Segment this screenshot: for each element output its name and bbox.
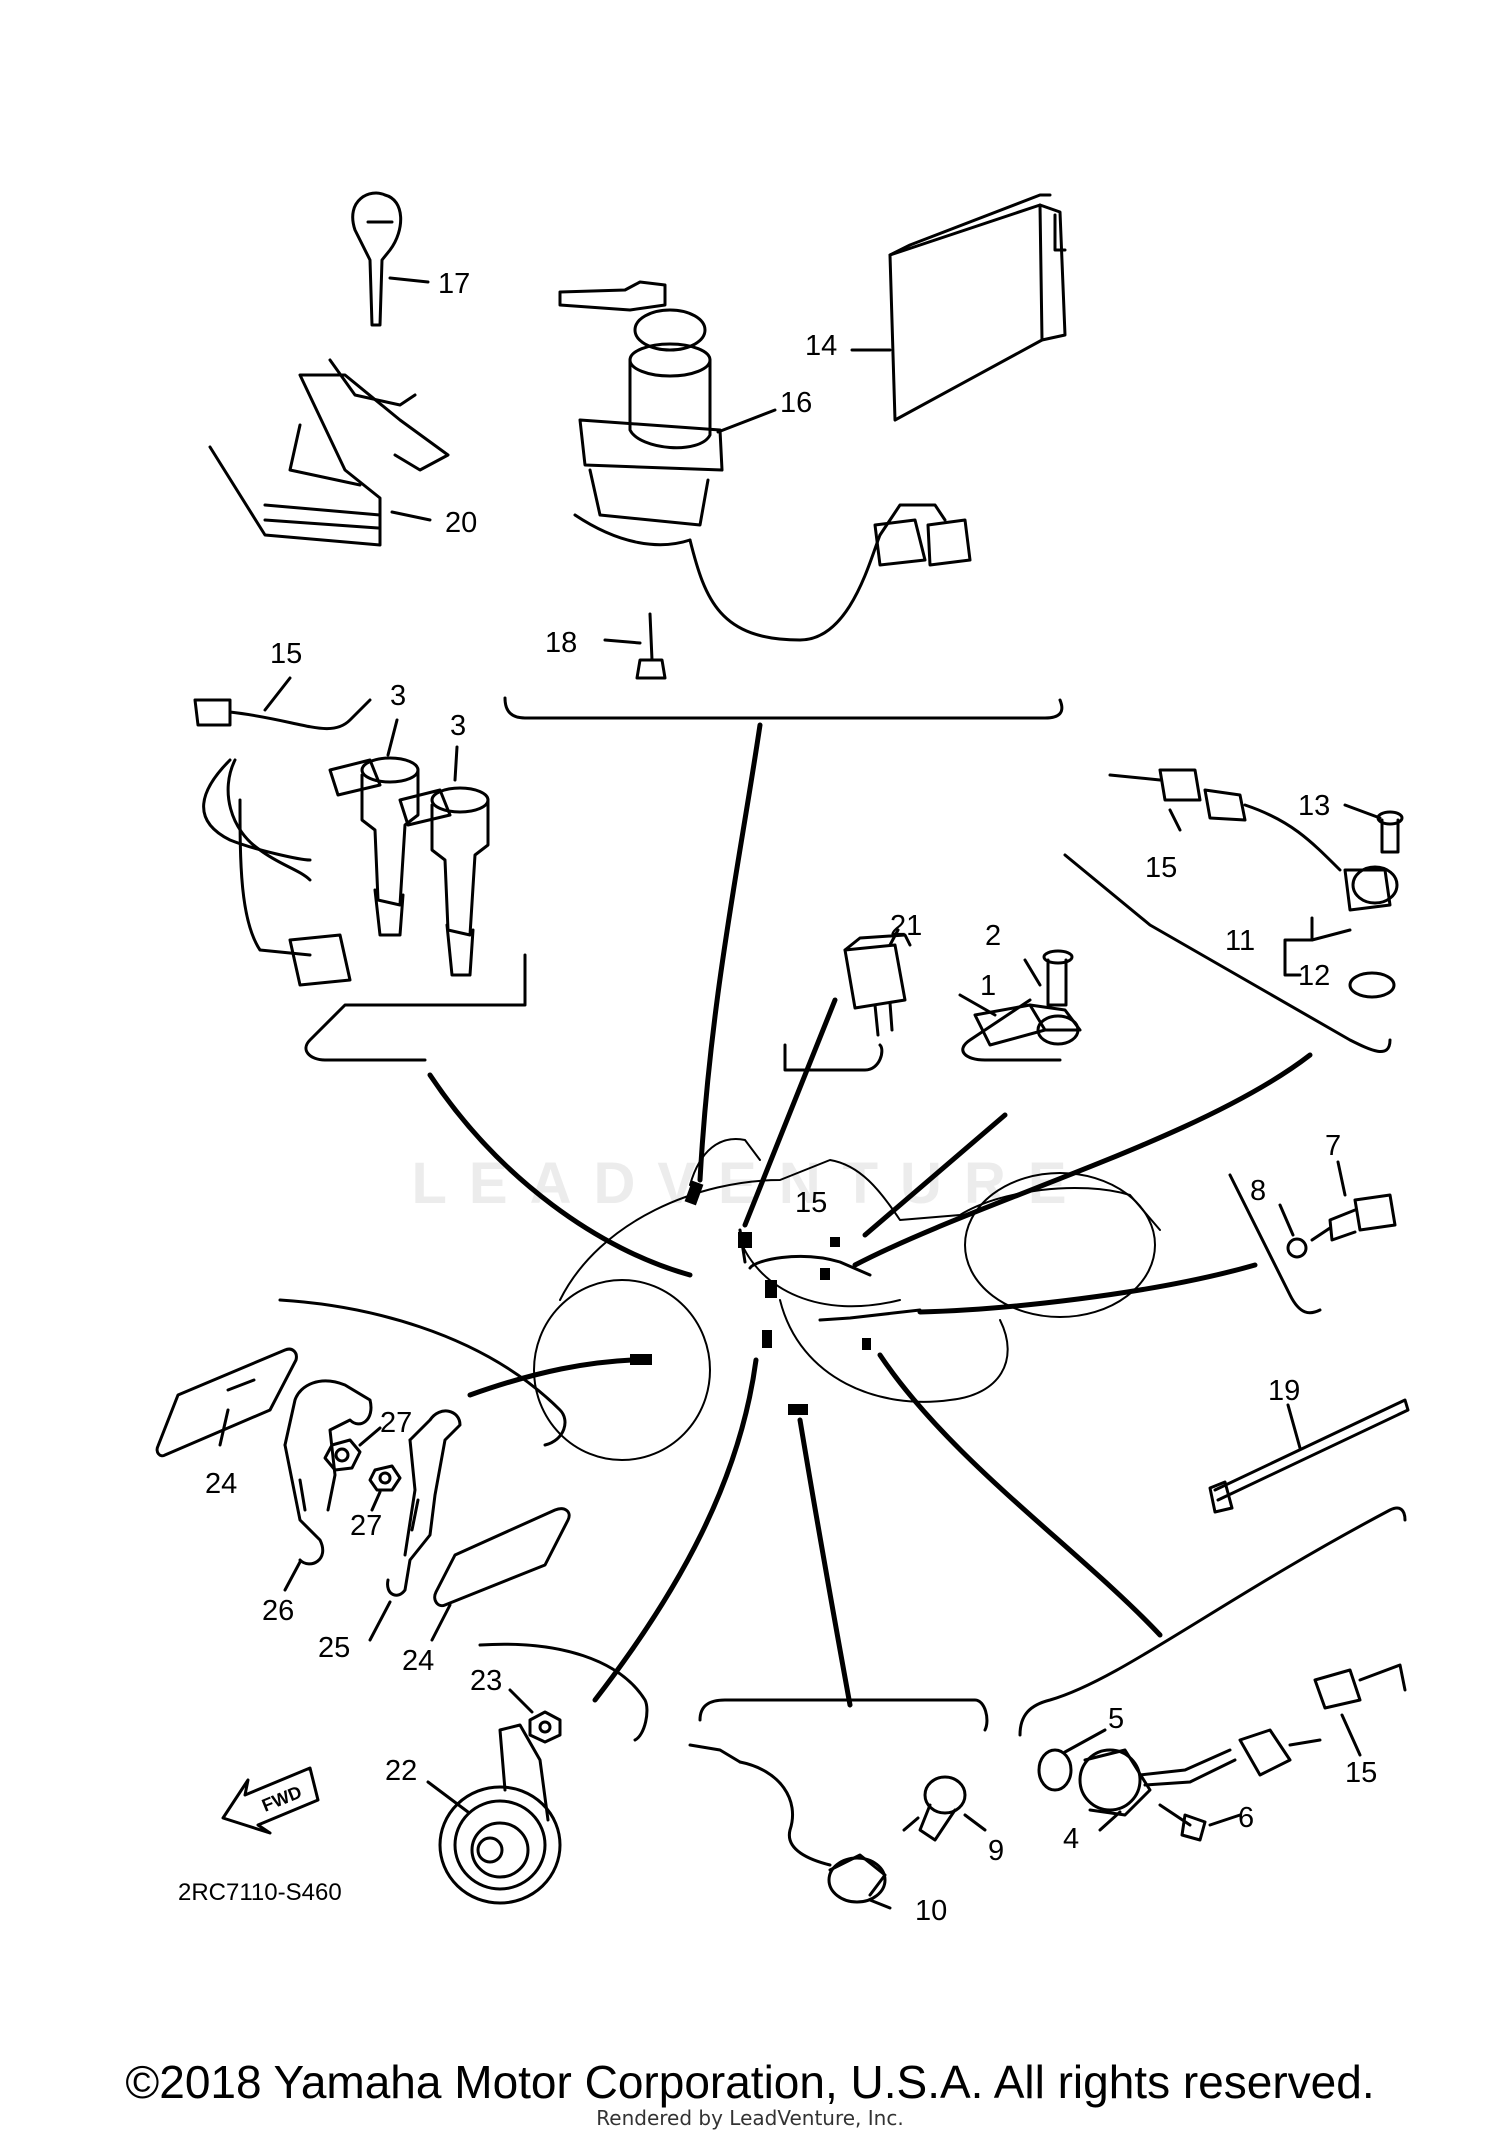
callout-18: 18	[545, 627, 577, 659]
motorcycle-outline	[533, 1138, 1161, 1461]
part-horn	[438, 1723, 562, 1905]
callout-16: 16	[780, 387, 812, 419]
group-bracket-ignition	[503, 696, 1064, 720]
part-washer-8	[1286, 1237, 1308, 1259]
callout-24a: 24	[205, 1468, 237, 1500]
callout-14: 14	[805, 330, 837, 362]
callout-27b: 27	[350, 1510, 382, 1542]
callout-5: 5	[1108, 1703, 1124, 1735]
part-relay	[843, 933, 912, 1037]
part-bolt-6	[1158, 1803, 1207, 1842]
callout-19: 19	[1268, 1375, 1300, 1407]
callout-10: 10	[915, 1895, 947, 1927]
callout-24b: 24	[402, 1645, 434, 1677]
part-nut-23	[528, 1710, 562, 1744]
part-oil-switch-9	[902, 1775, 967, 1842]
callout-15a: 15	[270, 638, 302, 670]
group-leaders	[427, 722, 1313, 1708]
part-ecu	[888, 193, 1067, 422]
part-coil-3b	[398, 786, 490, 977]
group-bracket-reflector	[278, 1298, 567, 1447]
part-bracket-20	[208, 358, 450, 547]
callout-25: 25	[318, 1632, 350, 1664]
part-coil-3a	[328, 756, 420, 937]
callout-22: 22	[385, 1755, 417, 1787]
callout-20: 20	[445, 507, 477, 539]
callout-3a: 3	[390, 680, 406, 712]
callout-3b: 3	[450, 710, 466, 742]
callout-15b: 15	[1145, 852, 1177, 884]
part-nut-27b	[368, 1464, 402, 1492]
callouts: 1 2 3 3 4 5 6 7 8 9 10 11 12 13 14 15 15…	[178, 268, 1377, 1927]
part-bracket-26	[283, 1379, 373, 1566]
part-bolt-13	[1376, 810, 1404, 854]
fwd-arrow-icon	[221, 1766, 320, 1835]
callout-2: 2	[985, 920, 1001, 952]
part-bolt-18	[635, 612, 667, 680]
part-speed-sensor	[1078, 1663, 1407, 1817]
callout-15c: 15	[795, 1187, 827, 1219]
callout-15d: 15	[1345, 1757, 1377, 1789]
part-reflector-24b	[433, 1507, 571, 1608]
group-bracket-temp	[1228, 1173, 1322, 1315]
callout-1: 1	[980, 970, 996, 1002]
callout-12: 12	[1298, 960, 1330, 992]
part-crank-sensor	[1108, 768, 1399, 912]
callout-17: 17	[438, 268, 470, 300]
part-key	[351, 191, 403, 327]
part-ignition-switch	[558, 280, 972, 642]
callout-9: 9	[988, 1835, 1004, 1867]
callout-4: 4	[1063, 1823, 1079, 1855]
part-bracket-25	[386, 1409, 462, 1597]
callout-26: 26	[262, 1595, 294, 1627]
part-oring-5	[1037, 1748, 1073, 1792]
group-bracket-relay	[783, 1043, 884, 1072]
group-bracket-sensor11	[1063, 853, 1392, 1054]
callout-23: 23	[470, 1665, 502, 1697]
part-reflector-24a	[155, 1347, 298, 1458]
group-bracket-speed	[1018, 1506, 1407, 1737]
part-oil-sensor	[688, 1743, 887, 1904]
copyright-footer: ©2018 Yamaha Motor Corporation, U.S.A. A…	[125, 2056, 1375, 2108]
group-bracket-horn	[478, 1642, 649, 1742]
group-bracket-oilsensor	[698, 1698, 989, 1732]
part-temp-sensor	[1310, 1193, 1397, 1242]
part-sensor-1	[973, 1003, 1082, 1047]
part-bolt-2	[1042, 949, 1074, 1007]
diagram-code: 2RC7110-S460	[178, 1879, 342, 1906]
part-coil-harness	[193, 698, 372, 987]
callout-13: 13	[1298, 790, 1330, 822]
callout-8: 8	[1250, 1175, 1266, 1207]
callout-11: 11	[1225, 925, 1255, 957]
part-oring-12	[1348, 971, 1396, 999]
callout-7: 7	[1325, 1130, 1341, 1162]
callout-27a: 27	[380, 1407, 412, 1439]
part-nut-27a	[323, 1438, 362, 1472]
callout-21: 21	[890, 910, 922, 942]
rendered-by-note: Rendered by LeadVenture, Inc.	[596, 2106, 904, 2130]
callout-6: 6	[1238, 1802, 1254, 1834]
part-cable-tie	[1208, 1398, 1410, 1514]
group-bracket-sensor1	[961, 998, 1062, 1062]
